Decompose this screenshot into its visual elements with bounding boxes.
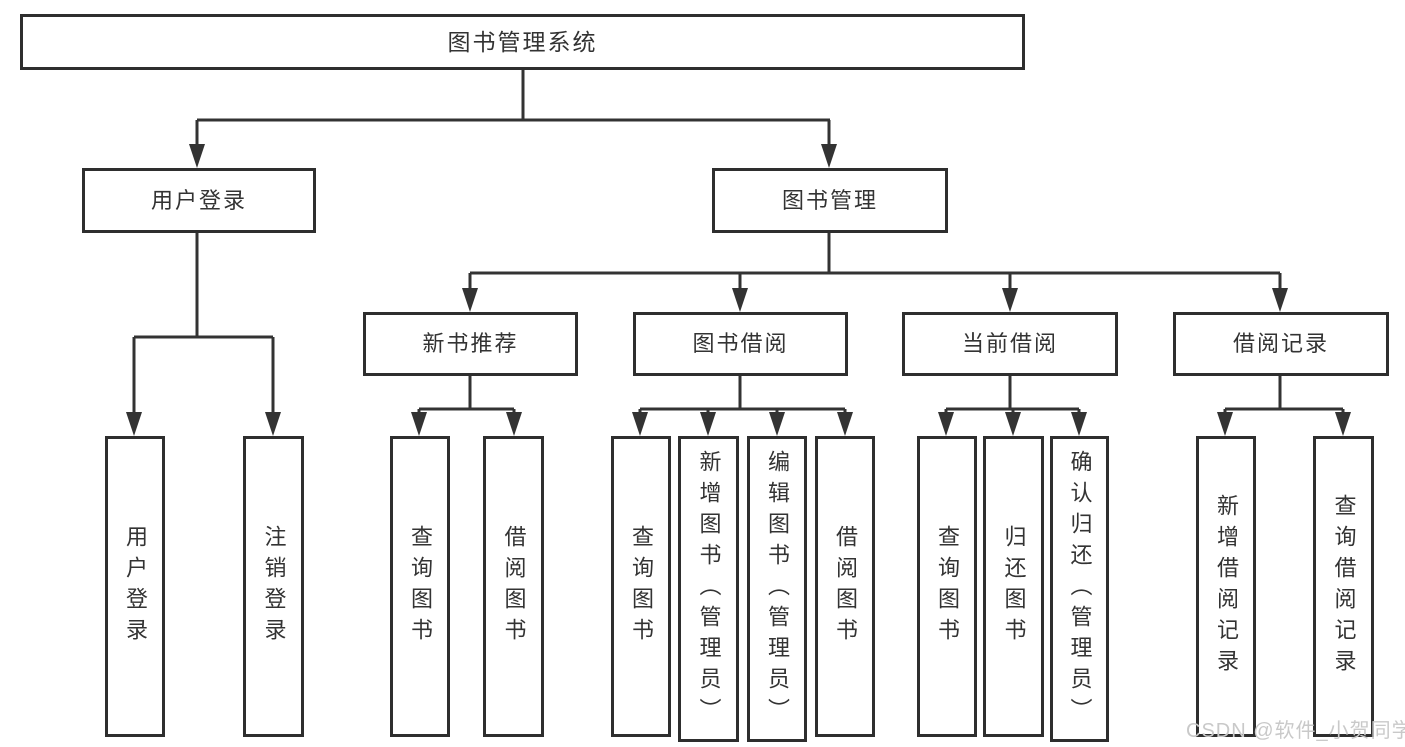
node-add-book-admin-label: 新增图书（管理员） [696, 449, 722, 729]
node-confirm-return-admin: 确认归还（管理员） [1050, 436, 1109, 742]
node-query-books-recommend-label: 查询图书 [408, 524, 433, 649]
connector-userlogin-to-leaves [126, 232, 281, 436]
node-edit-book-admin-label: 编辑图书（管理员） [765, 449, 790, 729]
node-query-books-current-label: 查询图书 [935, 524, 960, 649]
node-add-borrow-record-label: 新增借阅记录 [1214, 493, 1239, 680]
connector-newbook-to-leaves [411, 375, 522, 436]
node-user-login: 用户登录 [105, 436, 165, 737]
connector-bookmgmt-to-level3 [462, 232, 1288, 312]
node-book-borrowing: 图书借阅 [633, 312, 848, 376]
node-book-management-group: 图书管理 [712, 168, 948, 233]
node-query-books-borrow: 查询图书 [611, 436, 671, 737]
node-borrow-books-borrow-label: 借阅图书 [833, 524, 858, 649]
node-return-book: 归还图书 [983, 436, 1044, 737]
node-logout-label: 注销登录 [261, 524, 287, 649]
node-borrow-books-recommend: 借阅图书 [483, 436, 544, 737]
node-query-borrow-record-label: 查询借阅记录 [1331, 493, 1357, 680]
node-add-book-admin: 新增图书（管理员） [678, 436, 739, 742]
node-new-book-recommend: 新书推荐 [363, 312, 578, 376]
node-return-book-label: 归还图书 [1001, 524, 1027, 649]
node-query-books-borrow-label: 查询图书 [629, 524, 654, 649]
connector-currentborrow-to-leaves [938, 375, 1087, 436]
node-current-borrowing: 当前借阅 [902, 312, 1118, 376]
node-logout: 注销登录 [243, 436, 304, 737]
node-borrow-books-borrow: 借阅图书 [815, 436, 875, 737]
node-query-borrow-record: 查询借阅记录 [1313, 436, 1374, 737]
node-borrowing-records: 借阅记录 [1173, 312, 1389, 376]
node-user-login-group: 用户登录 [82, 168, 316, 233]
node-user-login-label: 用户登录 [123, 524, 148, 649]
node-root: 图书管理系统 [20, 14, 1025, 70]
node-query-books-recommend: 查询图书 [390, 436, 450, 737]
node-confirm-return-admin-label: 确认归还（管理员） [1067, 449, 1093, 729]
node-query-books-current: 查询图书 [917, 436, 977, 737]
connector-bookborrow-to-leaves [632, 375, 853, 436]
node-edit-book-admin: 编辑图书（管理员） [747, 436, 807, 742]
connector-root-to-level2 [189, 69, 837, 168]
connector-borrowrecords-to-leaves [1217, 375, 1351, 436]
node-add-borrow-record: 新增借阅记录 [1196, 436, 1256, 737]
node-borrow-books-recommend-label: 借阅图书 [501, 524, 527, 649]
